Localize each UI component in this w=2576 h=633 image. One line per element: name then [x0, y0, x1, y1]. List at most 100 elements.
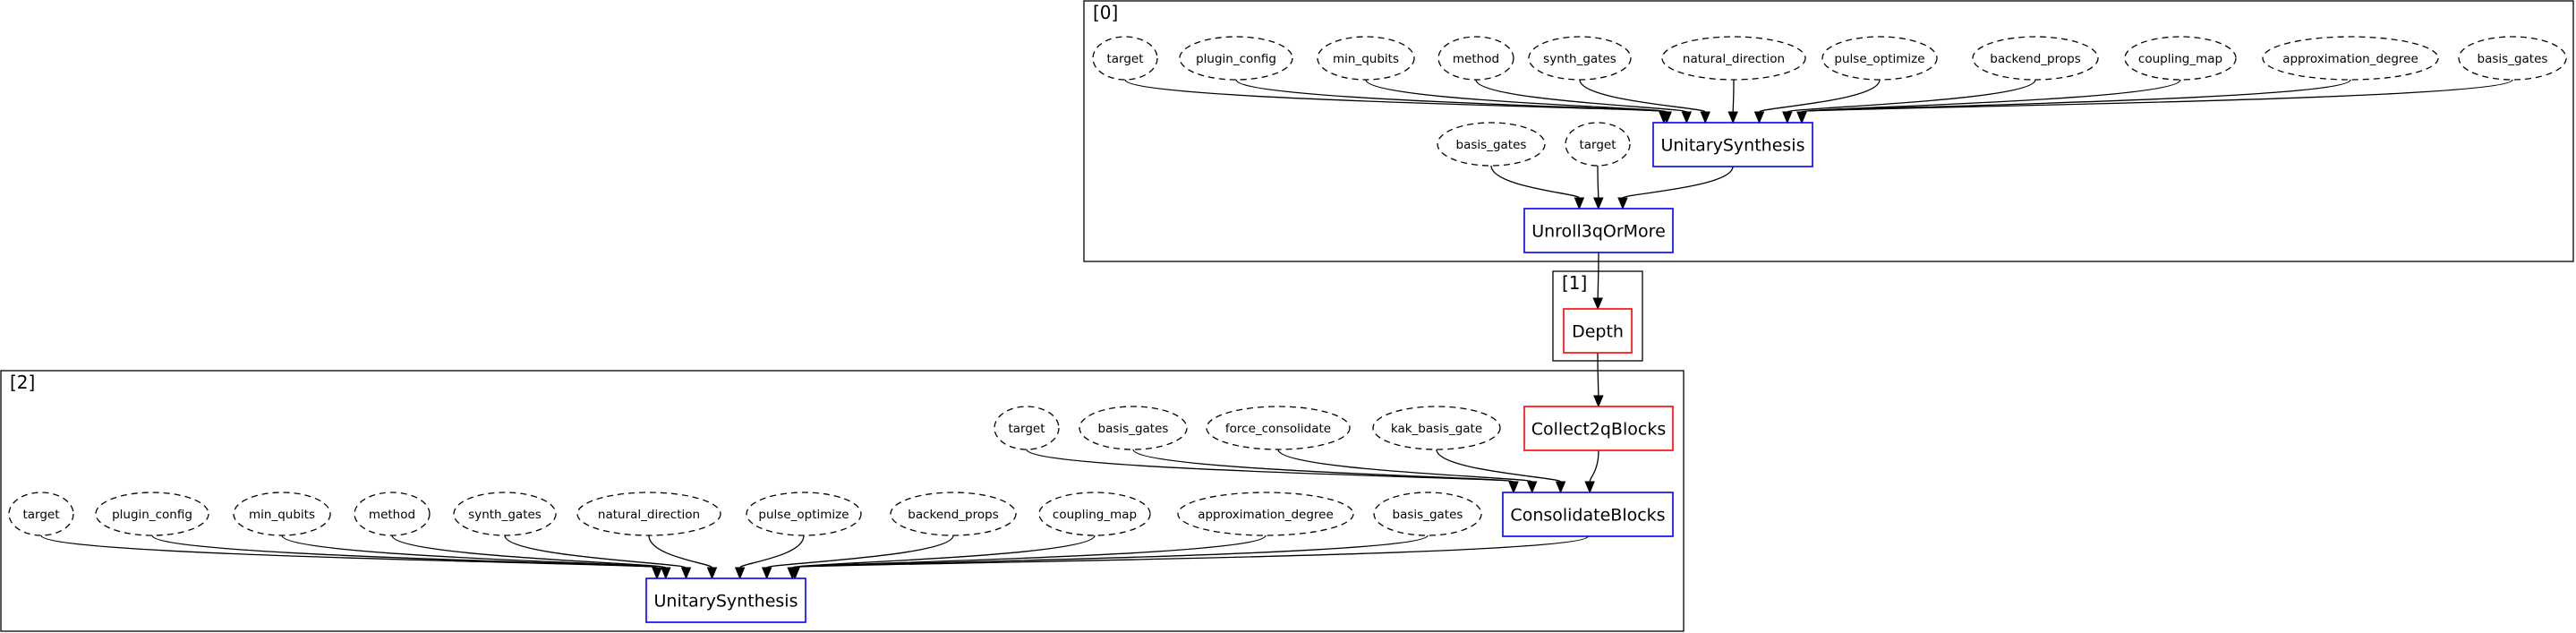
- param-label: method: [1453, 52, 1499, 66]
- param-node-a_method: method: [1437, 36, 1514, 81]
- arrowhead-p_unroll-to-p_depth: [1592, 297, 1603, 311]
- param-label: plugin_config: [112, 508, 192, 522]
- param-ellipse: [1372, 406, 1501, 450]
- pass-box: [1502, 492, 1674, 537]
- edge-e_synth_gates-to-p_us2: [504, 535, 687, 569]
- param-label: min_qubits: [1333, 52, 1399, 66]
- arrowhead-e_natural_direction-to-p_us2: [706, 567, 718, 580]
- param-node-a_backend_props: backend_props: [1972, 36, 2099, 81]
- param-ellipse: [1437, 122, 1546, 167]
- arrowhead-d_kak_basis_gate-to-p_consolidate: [1555, 481, 1566, 494]
- pass-label: Collect2qBlocks: [1531, 420, 1666, 440]
- param-label: approximation_degree: [1198, 508, 1334, 522]
- param-ellipse: [1038, 492, 1151, 536]
- arrowhead-a_synth_gates-to-p_us1: [1700, 111, 1710, 124]
- param-label: target: [1579, 138, 1616, 152]
- edge-p_depth-to-p_collect: [1597, 352, 1599, 397]
- param-node-d_target: target: [994, 406, 1060, 450]
- arrowhead-e_min_qubits-to-p_us2: [652, 567, 662, 580]
- param-label: target: [1106, 52, 1143, 66]
- param-node-a_basis_gates: basis_gates: [2458, 36, 2567, 81]
- param-node-b_basis_gates: basis_gates: [1437, 122, 1546, 167]
- param-ellipse: [1661, 36, 1806, 81]
- param-ellipse: [1179, 36, 1293, 81]
- param-ellipse: [1565, 122, 1631, 167]
- param-node-e_basis_gates: basis_gates: [1373, 492, 1482, 536]
- param-node-a_plugin_config: plugin_config: [1179, 36, 1293, 81]
- param-label: natural_direction: [598, 508, 700, 522]
- param-ellipse: [1079, 406, 1188, 450]
- param-ellipse: [1972, 36, 2099, 81]
- edge-e_method-to-p_us2: [391, 535, 667, 569]
- param-ellipse: [233, 492, 331, 536]
- param-ellipse: [1821, 36, 1938, 81]
- edge-a_basis_gates-to-p_us1: [1801, 79, 2513, 113]
- param-label: backend_props: [1990, 52, 2080, 66]
- edge-d_basis_gates-to-p_consolidate: [1132, 449, 1514, 483]
- param-ellipse: [1528, 36, 1632, 81]
- param-node-e_plugin_config: plugin_config: [95, 492, 209, 536]
- arrowhead-a_natural_direction-to-p_us1: [1727, 111, 1738, 124]
- edge-p_consolidate-to-p_us2: [794, 535, 1589, 569]
- pass-node-p_us1: UnitarySynthesis: [1652, 122, 1813, 167]
- pass-label: Depth: [1572, 322, 1624, 342]
- param-node-e_coupling_map: coupling_map: [1038, 492, 1151, 536]
- param-label: basis_gates: [1098, 422, 1169, 436]
- arrowhead-e_backend_props-to-p_us2: [761, 567, 772, 580]
- param-node-a_pulse_optimize: pulse_optimize: [1821, 36, 1938, 81]
- pass-box: [1563, 308, 1633, 354]
- edge-a_synth_gates-to-p_us1: [1579, 79, 1706, 113]
- edge-e_coupling_map-to-p_us2: [791, 535, 1096, 569]
- cluster-label-0: [0]: [1093, 2, 1118, 23]
- param-node-e_natural_direction: natural_direction: [576, 492, 721, 536]
- param-ellipse: [1373, 492, 1482, 536]
- param-node-d_force_consolidate: force_consolidate: [1206, 406, 1351, 450]
- param-ellipse: [1092, 36, 1158, 81]
- param-ellipse: [890, 492, 1017, 536]
- arrowhead-d_basis_gates-to-p_consolidate: [1508, 481, 1519, 494]
- arrowhead-a_backend_props-to-p_us1: [1782, 111, 1793, 124]
- pass-box: [1652, 122, 1813, 167]
- arrowhead-p_collect-to-p_consolidate: [1584, 481, 1595, 494]
- pass-box: [1523, 406, 1674, 451]
- pass-label: UnitarySynthesis: [654, 592, 798, 612]
- arrowhead-e_pulse_optimize-to-p_us2: [734, 567, 746, 580]
- edge-a_backend_props-to-p_us1: [1787, 79, 2036, 113]
- param-node-e_method: method: [354, 492, 431, 536]
- param-label: min_qubits: [249, 508, 315, 522]
- edge-b_target-to-p_unroll: [1597, 165, 1599, 199]
- arrowhead-b_target-to-p_unroll: [1593, 197, 1604, 210]
- param-label: coupling_map: [2138, 52, 2222, 66]
- param-ellipse: [1177, 492, 1354, 536]
- edge-d_force_consolidate-to-p_consolidate: [1277, 449, 1533, 483]
- param-ellipse: [2262, 36, 2439, 81]
- edge-e_backend_props-to-p_us2: [766, 535, 954, 569]
- pass-node-p_collect: Collect2qBlocks: [1523, 406, 1674, 451]
- param-label: synth_gates: [468, 508, 542, 522]
- arrowhead-a_method-to-p_us1: [1681, 111, 1693, 124]
- cluster-label-2: [2]: [10, 372, 35, 393]
- edge-e_min_qubits-to-p_us2: [281, 535, 658, 569]
- pass-box: [645, 577, 806, 623]
- param-node-e_min_qubits: min_qubits: [233, 492, 331, 536]
- param-label: basis_gates: [1393, 508, 1463, 522]
- arrowhead-a_basis_gates-to-p_us1: [1796, 111, 1807, 124]
- arrowhead-b_basis_gates-to-p_unroll: [1574, 197, 1585, 210]
- pass-label: Unroll3qOrMore: [1531, 222, 1666, 242]
- param-label: approximation_degree: [2282, 52, 2418, 66]
- param-ellipse: [354, 492, 431, 536]
- param-label: natural_direction: [1683, 52, 1785, 66]
- edge-a_coupling_map-to-p_us1: [1801, 79, 2181, 113]
- edge-d_kak_basis_gate-to-p_consolidate: [1436, 449, 1562, 483]
- arrowhead-e_synth_gates-to-p_us2: [680, 567, 692, 580]
- arrowhead-p_us1-to-p_unroll: [1617, 197, 1628, 210]
- arrowhead-a_min_qubits-to-p_us1: [1661, 111, 1672, 124]
- edge-a_plugin_config-to-p_us1: [1235, 79, 1665, 113]
- edge-b_basis_gates-to-p_unroll: [1490, 165, 1581, 199]
- param-node-a_coupling_map: coupling_map: [2124, 36, 2237, 81]
- arrowhead-p_depth-to-p_collect: [1593, 395, 1604, 408]
- pass-label: UnitarySynthesis: [1661, 136, 1805, 156]
- param-ellipse: [1206, 406, 1351, 450]
